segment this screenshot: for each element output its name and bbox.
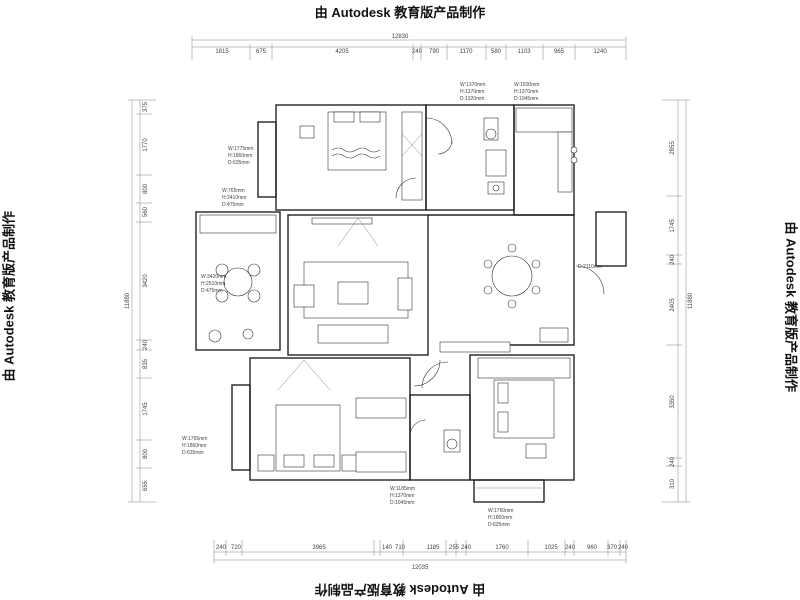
- note-line: D:635mm: [228, 160, 250, 166]
- note-line: H:1370mm: [460, 89, 484, 95]
- note-line: D:1045mm: [514, 96, 538, 102]
- dim-right-seg: 2855: [670, 141, 676, 155]
- dim-left-seg: 375: [143, 101, 149, 112]
- dim-top-seg: 4205: [335, 49, 349, 55]
- note-line: W:1765mm: [182, 436, 207, 442]
- note-line: D:1045mm: [390, 500, 414, 506]
- dim-right-seg: 310: [670, 478, 676, 489]
- note-line: D:635mm: [182, 450, 204, 456]
- dim-bottom-seg: 255: [449, 545, 460, 551]
- dim-bottom-seg: 1025: [544, 545, 558, 551]
- note-line: W:1370mm: [460, 82, 485, 88]
- dim-left-seg: 1770: [143, 138, 149, 152]
- dim-top-seg: 1170: [460, 49, 474, 55]
- note-line: W:1500mm: [514, 82, 539, 88]
- note-line: H:1860mm: [182, 443, 206, 449]
- dim-left-seg: 800: [143, 183, 149, 194]
- note-line: W:1185mm: [390, 486, 415, 492]
- note-line: H:2510mm: [201, 281, 225, 287]
- dim-right-seg: 3350: [670, 395, 676, 409]
- dim-bottom-seg: 720: [231, 545, 242, 551]
- dim-right-seg: 240: [670, 456, 676, 467]
- note-line: H:2410mm: [222, 195, 246, 201]
- dim-left-seg: 560: [143, 206, 149, 217]
- dim-bottom-seg: 1185: [427, 545, 441, 551]
- dim-top-seg: 1240: [593, 49, 607, 55]
- dim-right-total: 11880: [688, 292, 694, 309]
- dim-bottom-total: 12035: [412, 565, 429, 571]
- dim-top-seg: 580: [491, 49, 502, 55]
- dim-left-seg: 655: [143, 480, 149, 491]
- dim-left-seg: 800: [143, 448, 149, 459]
- dim-top-seg: 240: [412, 49, 423, 55]
- dim-bottom-seg: 240: [216, 545, 227, 551]
- dimension-top: 12830 1815 675 4205 240 790 1170 580 110…: [191, 34, 627, 60]
- dimension-left: 375 1770 800 560 3420 240 835 1745 800 6…: [125, 99, 156, 503]
- dim-bottom-seg: 960: [587, 545, 598, 551]
- note-line: D:475mm: [222, 202, 244, 208]
- note-line: W:1760mm: [488, 508, 513, 514]
- dim-bottom-seg: 710: [395, 545, 406, 551]
- note-line: D:2110mm: [578, 264, 602, 270]
- note-line: D:1320mm: [460, 96, 484, 102]
- dim-left-seg: 835: [143, 358, 149, 369]
- dim-top-total: 12830: [392, 34, 409, 40]
- note-line: W:1775mm: [228, 146, 253, 152]
- walls: [195, 104, 627, 503]
- dim-bottom-seg: 140: [382, 545, 393, 551]
- dim-top-seg: 1103: [518, 49, 532, 55]
- dimension-right: 2855 1745 240 2405 3350 240 310 11880: [662, 99, 694, 503]
- dim-right-seg: 1745: [670, 219, 676, 233]
- dim-bottom-seg: 240: [461, 545, 472, 551]
- note-line: H:1860mm: [228, 153, 252, 159]
- dim-left-total: 11880: [125, 292, 131, 309]
- watermark-top: 由 Autodesk 教育版产品制作: [314, 5, 486, 20]
- dim-left-seg: 1745: [143, 402, 149, 416]
- dim-bottom-seg: 370: [607, 545, 618, 551]
- dim-bottom-seg: 240: [565, 545, 576, 551]
- dim-right-seg: 240: [670, 254, 676, 265]
- dim-bottom-seg: 1760: [495, 545, 509, 551]
- room-notes: W:1775mm H:1860mm D:635mm W:765mm H:2410…: [182, 82, 602, 528]
- dim-bottom-seg: 240: [618, 545, 629, 551]
- note-line: W:3420mm: [201, 274, 226, 280]
- doors: [277, 117, 605, 437]
- note-line: H:1370mm: [390, 493, 414, 499]
- dim-bottom-seg: 3965: [312, 545, 326, 551]
- note-line: W:765mm: [222, 188, 245, 194]
- furniture: [199, 107, 578, 489]
- dim-right-seg: 2405: [670, 298, 676, 312]
- dim-left-seg: 3420: [143, 274, 149, 288]
- dim-top-seg: 1815: [215, 49, 229, 55]
- note-line: H:1860mm: [488, 515, 512, 521]
- dim-left-seg: 240: [143, 339, 149, 350]
- note-line: D:475mm: [201, 288, 223, 294]
- note-line: D:625mm: [488, 522, 510, 528]
- note-line: H:1370mm: [514, 89, 538, 95]
- dim-top-seg: 675: [256, 49, 267, 55]
- dimension-bottom: 240 720 3965 140 710 1185 255 240 1760 1…: [213, 540, 629, 571]
- dim-top-seg: 790: [429, 49, 440, 55]
- dim-top-seg: 965: [554, 49, 565, 55]
